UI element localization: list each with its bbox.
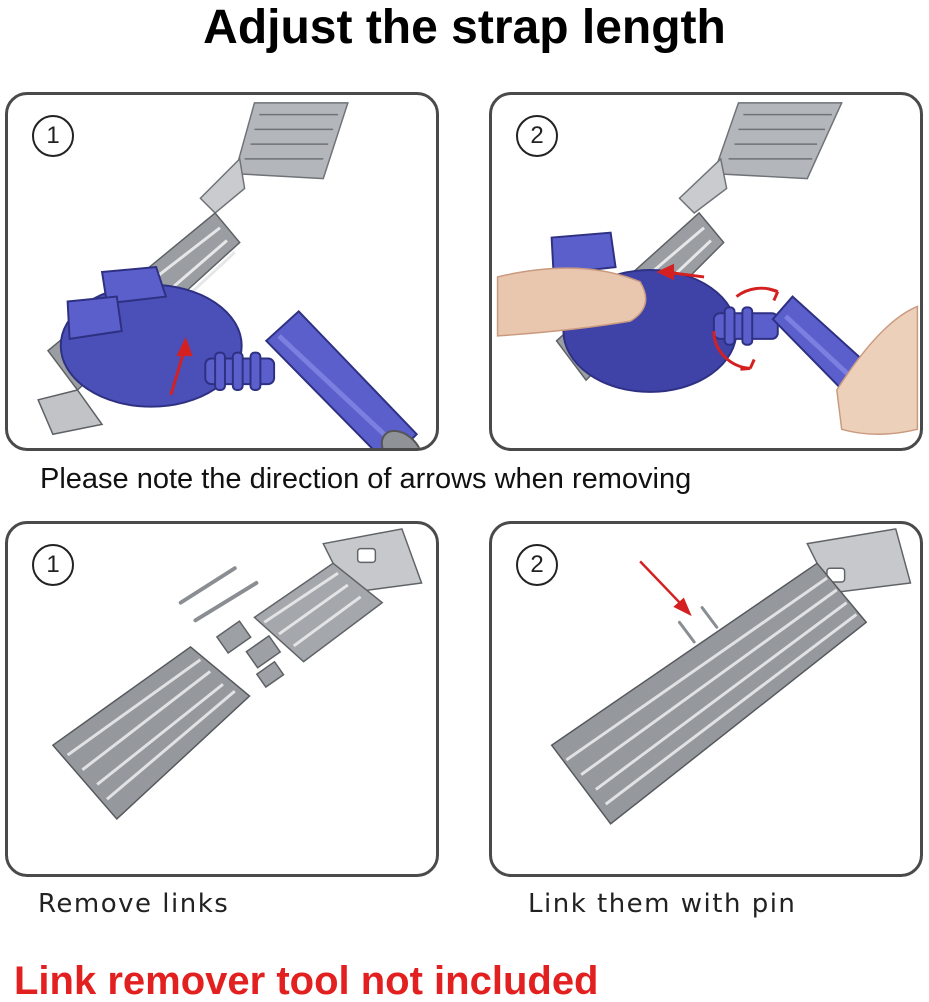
finger-image [496,267,647,337]
warning-text: Link remover tool not included [14,959,599,1002]
pointer-arrow-icon [169,337,193,396]
watch-band-image [51,528,423,821]
step-number-badge: 2 [516,115,558,157]
step-panel-remove-pin-1: 1 [5,92,439,451]
watch-band-image [550,528,912,825]
rotation-arrow-icon [712,286,780,371]
link-remover-tool-image [496,102,919,435]
pointer-arrow-icon [656,263,705,281]
instruction-note: Please note the direction of arrows when… [40,463,692,495]
caption-remove-links: Remove links [38,889,230,919]
caption-link-with-pin: Link them with pin [528,889,797,919]
pointer-arrow-icon [639,560,692,617]
page-title: Adjust the strap length [203,1,726,54]
step-panel-link-pin: 2 [489,521,923,877]
step-panel-remove-pin-2: 2 [489,92,923,451]
step-number-badge: 2 [516,544,558,586]
step-number-badge: 1 [32,115,74,157]
step-number-badge: 1 [32,544,74,586]
step-panel-remove-links: 1 [5,521,439,877]
link-remover-tool-image [37,102,423,448]
